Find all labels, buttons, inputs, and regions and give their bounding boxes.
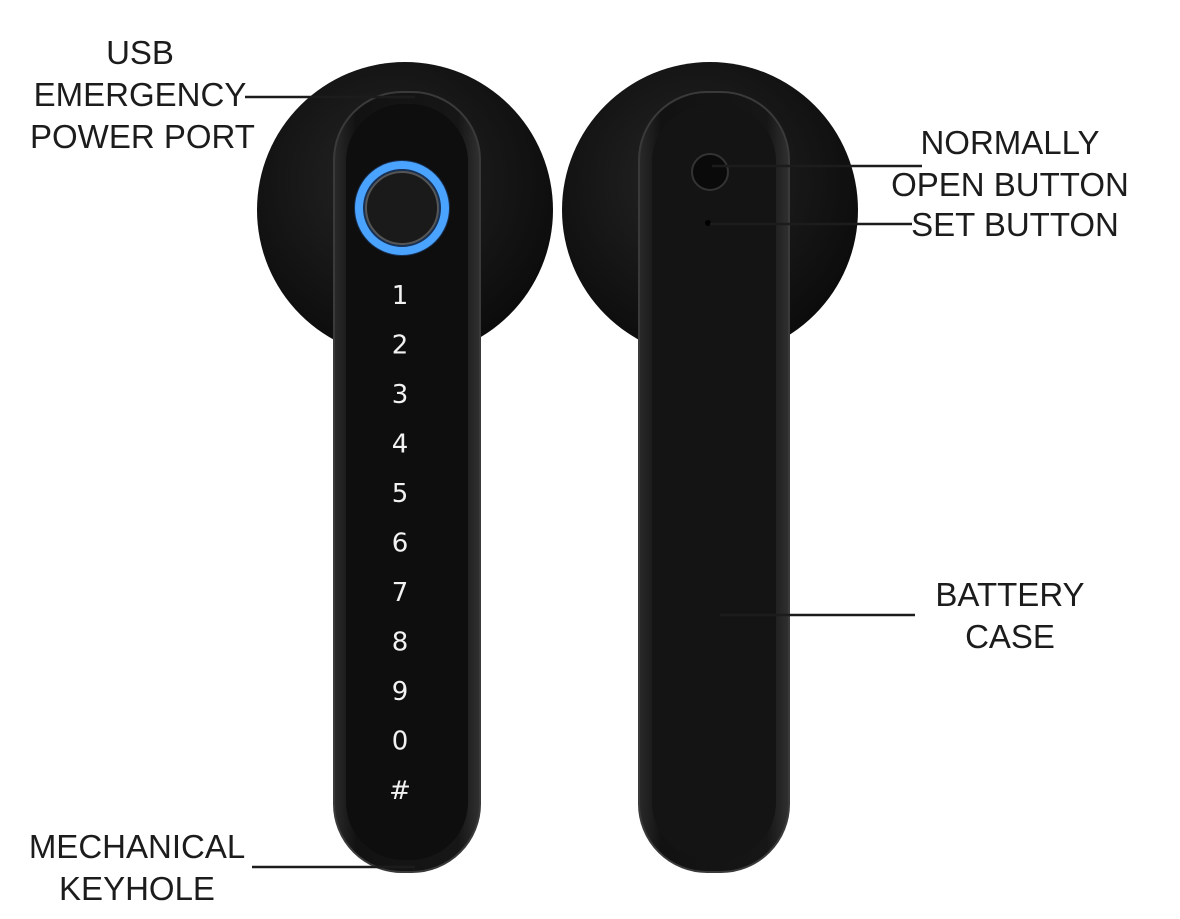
keypad-key[interactable]: 4 <box>392 430 409 460</box>
usb-port-label: USB EMERGENCY POWER PORT <box>30 32 255 158</box>
keypad-key[interactable]: 6 <box>392 529 409 559</box>
keypad-key[interactable]: 9 <box>392 677 409 707</box>
keyhole-label: MECHANICAL KEYHOLE <box>22 826 252 910</box>
set-button-label: SET BUTTON <box>911 206 1119 243</box>
keypad-key[interactable]: 1 <box>392 281 409 311</box>
label-line: OPEN BUTTON <box>891 166 1129 203</box>
keypad: 1 2 3 4 5 6 7 8 9 0 # <box>389 281 411 806</box>
keypad-key[interactable]: 3 <box>392 380 409 410</box>
normally-open-label: NORMALLY OPEN BUTTON <box>890 122 1130 206</box>
keypad-key[interactable]: 8 <box>392 628 409 658</box>
label-line: NORMALLY <box>920 124 1100 161</box>
label-line: MECHANICAL <box>28 828 246 865</box>
label-line: EMERGENCY <box>33 76 247 113</box>
keypad-key[interactable]: # <box>389 776 411 806</box>
label-line: KEYHOLE <box>59 870 215 907</box>
normally-open-button[interactable] <box>691 153 729 191</box>
keypad-key[interactable]: 2 <box>392 331 409 361</box>
label-line: CASE <box>965 618 1055 655</box>
label-line: USB <box>106 34 174 71</box>
keypad-key[interactable]: 7 <box>392 578 409 608</box>
label-line: POWER PORT <box>30 118 255 155</box>
keypad-key[interactable]: 5 <box>392 479 409 509</box>
battery-case-label: BATTERY CASE <box>915 574 1105 658</box>
fingerprint-sensor-icon <box>354 160 450 256</box>
set-button[interactable] <box>705 220 711 226</box>
keypad-key[interactable]: 0 <box>392 727 409 757</box>
label-line: BATTERY <box>935 576 1085 613</box>
leader-lines <box>245 95 922 869</box>
